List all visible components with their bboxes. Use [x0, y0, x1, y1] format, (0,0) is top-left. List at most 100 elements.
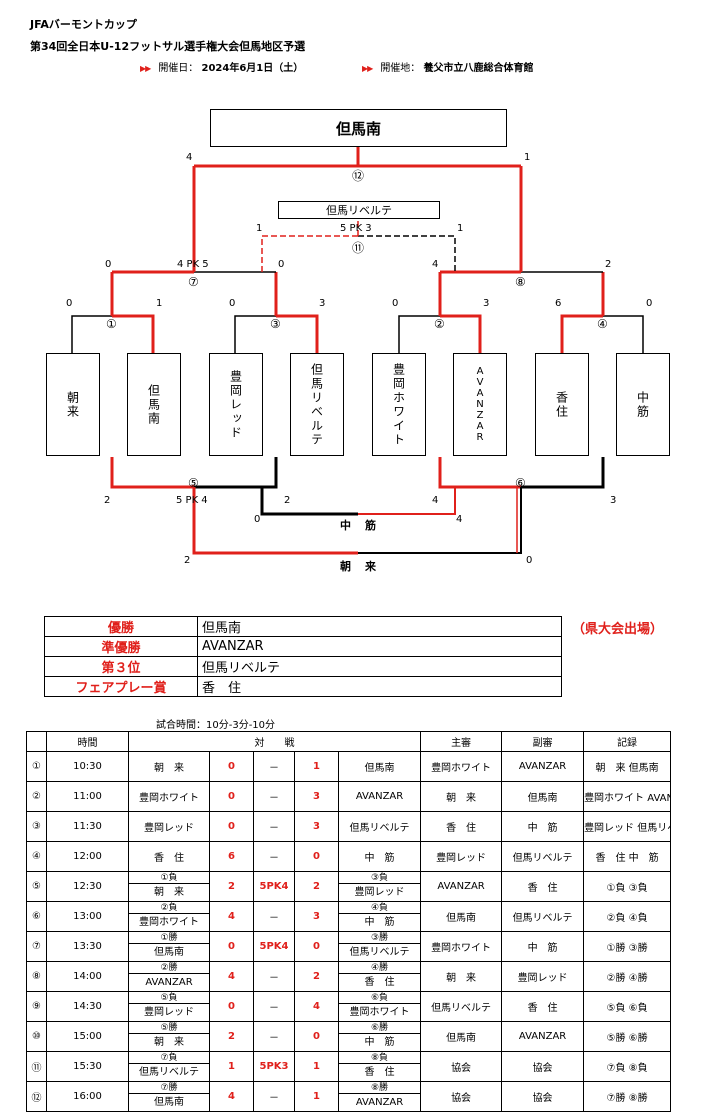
match-number: ⑦ [188, 275, 199, 289]
match-no: ⑧ [26, 961, 47, 992]
record: ①負 ③負 [583, 871, 672, 902]
match-no: ⑩ [26, 1021, 47, 1052]
assistant-referee: 豊岡レッド [501, 961, 585, 992]
away-score: 3 [294, 811, 339, 842]
away-score: 4 [294, 991, 339, 1022]
team-name: 朝来 [65, 390, 80, 419]
record: 香 住 中 筋 [583, 841, 672, 872]
match-number: ⑫ [352, 169, 365, 183]
champion-box: 但馬南 [210, 109, 507, 147]
team-name: 豊岡ホワイト [391, 362, 406, 447]
team-box-tajima-liberte: 但馬リベルテ [290, 353, 344, 456]
match-time: 14:30 [46, 991, 129, 1022]
match-time: 16:00 [46, 1081, 129, 1112]
third-place-name: 但馬リベルテ [326, 204, 392, 217]
match-number: ③ [270, 317, 281, 331]
away-team: 但馬リベルテ [349, 946, 410, 958]
match-number: ① [106, 317, 117, 331]
placement-asago: 朝来 [340, 560, 390, 573]
arrow-icon: ▶▶ [362, 64, 373, 73]
home-team: 但馬南 [154, 946, 184, 958]
home-score: 2 [209, 1021, 254, 1052]
home-team: 但馬リベルテ [139, 1066, 199, 1078]
award-value: AVANZAR [197, 636, 562, 657]
match-time: 10:30 [46, 751, 129, 782]
assistant-referee: 協会 [501, 1051, 585, 1082]
award-row: 第３位但馬リベルテ [44, 656, 562, 677]
team-box-nakasuji: 中筋 [616, 353, 670, 456]
match-time: 12:00 [46, 841, 129, 872]
home-cell: 豊岡ホワイト [128, 781, 210, 812]
assistant-referee: 香 住 [501, 871, 585, 902]
away-team: AVANZAR [355, 1096, 404, 1108]
home-cell: ⑤勝朝 来 [128, 1021, 210, 1052]
award-value: 但馬南 [197, 616, 562, 637]
score-separator: － [253, 961, 295, 992]
referee: 但馬南 [420, 901, 503, 932]
score: 2 [284, 495, 291, 506]
bracket-source: ③負 [339, 873, 420, 884]
away-cell: ⑧負香 住 [337, 1051, 422, 1082]
record: ①勝 ③勝 [583, 931, 672, 962]
score: 3 [483, 298, 490, 309]
bracket-source: ①負 [129, 873, 209, 884]
match-no: ③ [26, 811, 47, 842]
match-time: 13:00 [46, 901, 129, 932]
header-record: 記録 [583, 731, 672, 752]
away-score: 3 [294, 781, 339, 812]
award-label: 準優勝 [44, 636, 198, 657]
score-separator: － [253, 901, 295, 932]
home-score: 6 [209, 841, 254, 872]
referee: 協会 [420, 1081, 503, 1112]
match-time: 14:00 [46, 961, 129, 992]
arrow-icon: ▶▶ [140, 64, 151, 73]
home-score: 0 [209, 811, 254, 842]
referee: 朝 来 [420, 961, 503, 992]
away-team: 豊岡ホワイト [349, 1006, 410, 1018]
home-score: 0 [209, 781, 254, 812]
record: 朝 来 但馬南 [583, 751, 672, 782]
match-number: ⑪ [352, 241, 365, 255]
away-score: 2 [294, 961, 339, 992]
bracket-source: ⑤負 [129, 993, 209, 1004]
award-value: 但馬リベルテ [197, 656, 562, 677]
referee: 但馬リベルテ [420, 991, 503, 1022]
away-cell: 但馬リベルテ [337, 811, 422, 842]
away-cell: ⑥勝中 筋 [337, 1021, 422, 1052]
away-cell: ⑥負豊岡ホワイト [337, 991, 422, 1022]
header-assistant: 副審 [501, 731, 585, 752]
referee: 香 住 [420, 811, 503, 842]
home-cell: ⑦勝但馬南 [128, 1081, 210, 1112]
bracket-source: ②負 [129, 903, 209, 914]
event-venue: ▶▶開催地： 養父市立八鹿総合体育館 [362, 59, 534, 74]
match-time: 11:00 [46, 781, 129, 812]
match-no: ② [26, 781, 47, 812]
bracket-source: ⑦負 [129, 1053, 209, 1064]
team-name: AVANZAR [474, 366, 486, 443]
match-time: 15:00 [46, 1021, 129, 1052]
bracket-source: ②勝 [129, 963, 209, 974]
away-team: 中 筋 [364, 853, 395, 864]
away-team: 豊岡レッド [354, 886, 405, 898]
away-team: 香 住 [364, 976, 395, 988]
assistant-referee: 協会 [501, 1081, 585, 1112]
score-separator: － [253, 991, 295, 1022]
team-box-toyooka-white: 豊岡ホワイト [372, 353, 426, 456]
bracket-source: ⑥負 [339, 993, 420, 1004]
award-row: 優勝但馬南 [44, 616, 562, 637]
away-cell: 中 筋 [337, 841, 422, 872]
header-ref: 主審 [420, 731, 503, 752]
record: ⑦負 ⑧負 [583, 1051, 672, 1082]
team-name: 中筋 [635, 390, 650, 419]
score: 2 [184, 555, 191, 566]
match-no: ⑫ [26, 1081, 47, 1112]
home-cell: ⑤負豊岡レッド [128, 991, 210, 1022]
home-team: 但馬南 [154, 1096, 184, 1108]
assistant-referee: 但馬南 [501, 781, 585, 812]
